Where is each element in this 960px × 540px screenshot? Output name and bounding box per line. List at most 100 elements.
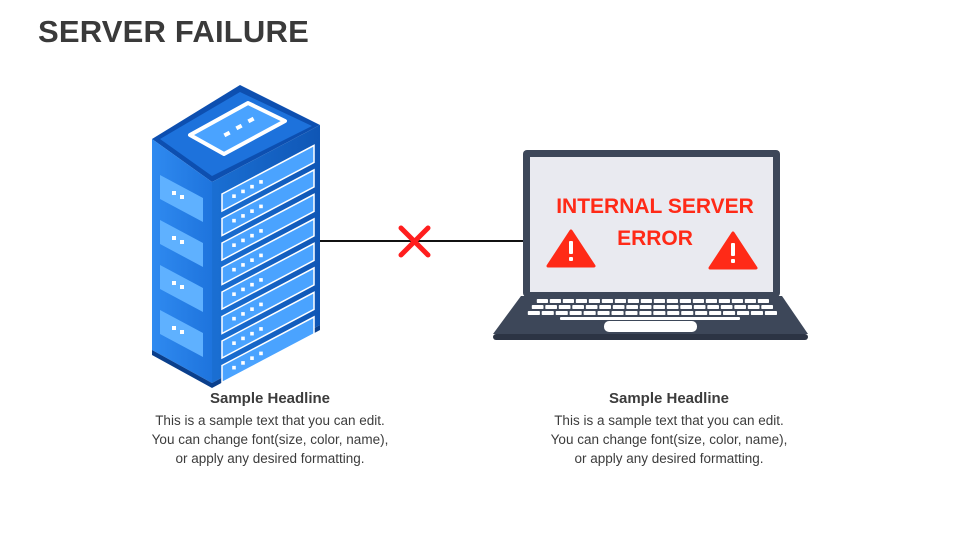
keyboard-key [680,305,692,309]
keyboard-key [555,311,568,315]
keyboard-key [626,305,638,309]
keyboard-key [709,311,722,315]
keyboard-key [562,299,574,303]
keyboard-key [599,305,611,309]
keyboard-key [734,305,746,309]
keyboard-key [611,311,624,315]
slide-title: SERVER FAILURE [38,14,309,49]
laptop-keyboard [527,299,777,320]
server-led [232,365,236,370]
keyboard-key [731,299,743,303]
keyboard-key [667,311,680,315]
server-led [250,233,254,238]
keyboard-key [692,299,704,303]
keyboard-key [744,299,756,303]
server-led [259,351,263,356]
server-led [232,243,236,247]
server-led [241,361,245,365]
keyboard-key [612,305,625,309]
laptop-touchpad [604,321,697,332]
server-led [250,307,254,311]
keyboard-key [695,311,708,315]
server-led [250,184,254,189]
server-led [232,218,236,223]
keyboard-key [572,305,584,309]
server-led [241,263,245,267]
keyboard-key [639,311,652,315]
server-led [241,336,245,341]
keyboard-key [583,311,596,315]
server-side-slots [160,175,203,357]
keyboard-key [541,311,554,315]
server-caption-headline: Sample Headline [209,390,331,407]
keyboard-key [718,299,730,303]
laptop-caption-body: This is a sample text that you can edit.… [550,413,788,466]
server-led [232,267,236,272]
server-drive-bay [221,144,315,213]
keyboard-key [653,299,665,303]
keyboard-key [737,311,750,315]
keyboard-key [545,305,557,309]
keyboard-key [750,311,763,315]
server-drive-bay [221,217,315,286]
keyboard-key [597,311,610,315]
server-led [250,356,254,360]
server-led [241,214,245,218]
laptop-caption: Sample Headline This is a sample text th… [549,389,789,468]
server-led [250,209,254,213]
keyboard-key [747,305,760,309]
server-caption-body: This is a sample text that you can edit.… [151,413,389,466]
keyboard-key [764,311,777,315]
server-led [259,278,263,282]
error-message-line-1: INTERNAL SERVER [556,195,754,218]
keyboard-key [693,305,706,309]
warning-triangle-icon [708,231,758,270]
keyboard-key [639,305,652,309]
keyboard-key [757,299,769,303]
warning-triangle-icon [546,229,596,268]
server-led [259,302,263,307]
keyboard-key [707,305,719,309]
server-drive-bay [221,242,315,311]
keyboard-key [666,305,679,309]
keyboard-key [531,305,544,309]
keyboard-key [575,299,587,303]
server-led [250,331,254,336]
server-led [232,194,236,198]
server-drive-bay [221,291,315,360]
keyboard-key [549,299,561,303]
keyboard-key [679,299,691,303]
server-drive-bay [221,266,315,335]
server-led [241,287,245,292]
keyboard-key [569,311,582,315]
keyboard-key [720,305,733,309]
server-led [232,316,236,321]
server-drive-bays [221,144,315,384]
server-drive-bay [221,193,315,262]
server-led [232,292,236,296]
keyboard-key [653,305,665,309]
keyboard-key [601,299,613,303]
server-led [232,341,236,345]
keyboard-key [627,299,639,303]
server-led [241,312,245,316]
keyboard-key [614,299,626,303]
error-message-line-2: ERROR [617,227,693,250]
laptop-screen [530,157,773,292]
server-led [250,258,254,262]
keyboard-key [588,299,600,303]
server-drive-bay [221,315,315,384]
keyboard-spacebar [560,317,740,320]
keyboard-key [761,305,773,309]
server-drive-bay [221,168,315,237]
server-led [259,253,263,258]
server-led [250,282,254,287]
server-caption: Sample Headline This is a sample text th… [150,389,390,468]
keyboard-key [585,305,598,309]
keyboard-key [653,311,666,315]
laptop-icon: INTERNAL SERVER ERROR [493,150,808,340]
keyboard-key [666,299,678,303]
server-led [241,238,245,243]
laptop-caption-headline: Sample Headline [608,390,730,407]
